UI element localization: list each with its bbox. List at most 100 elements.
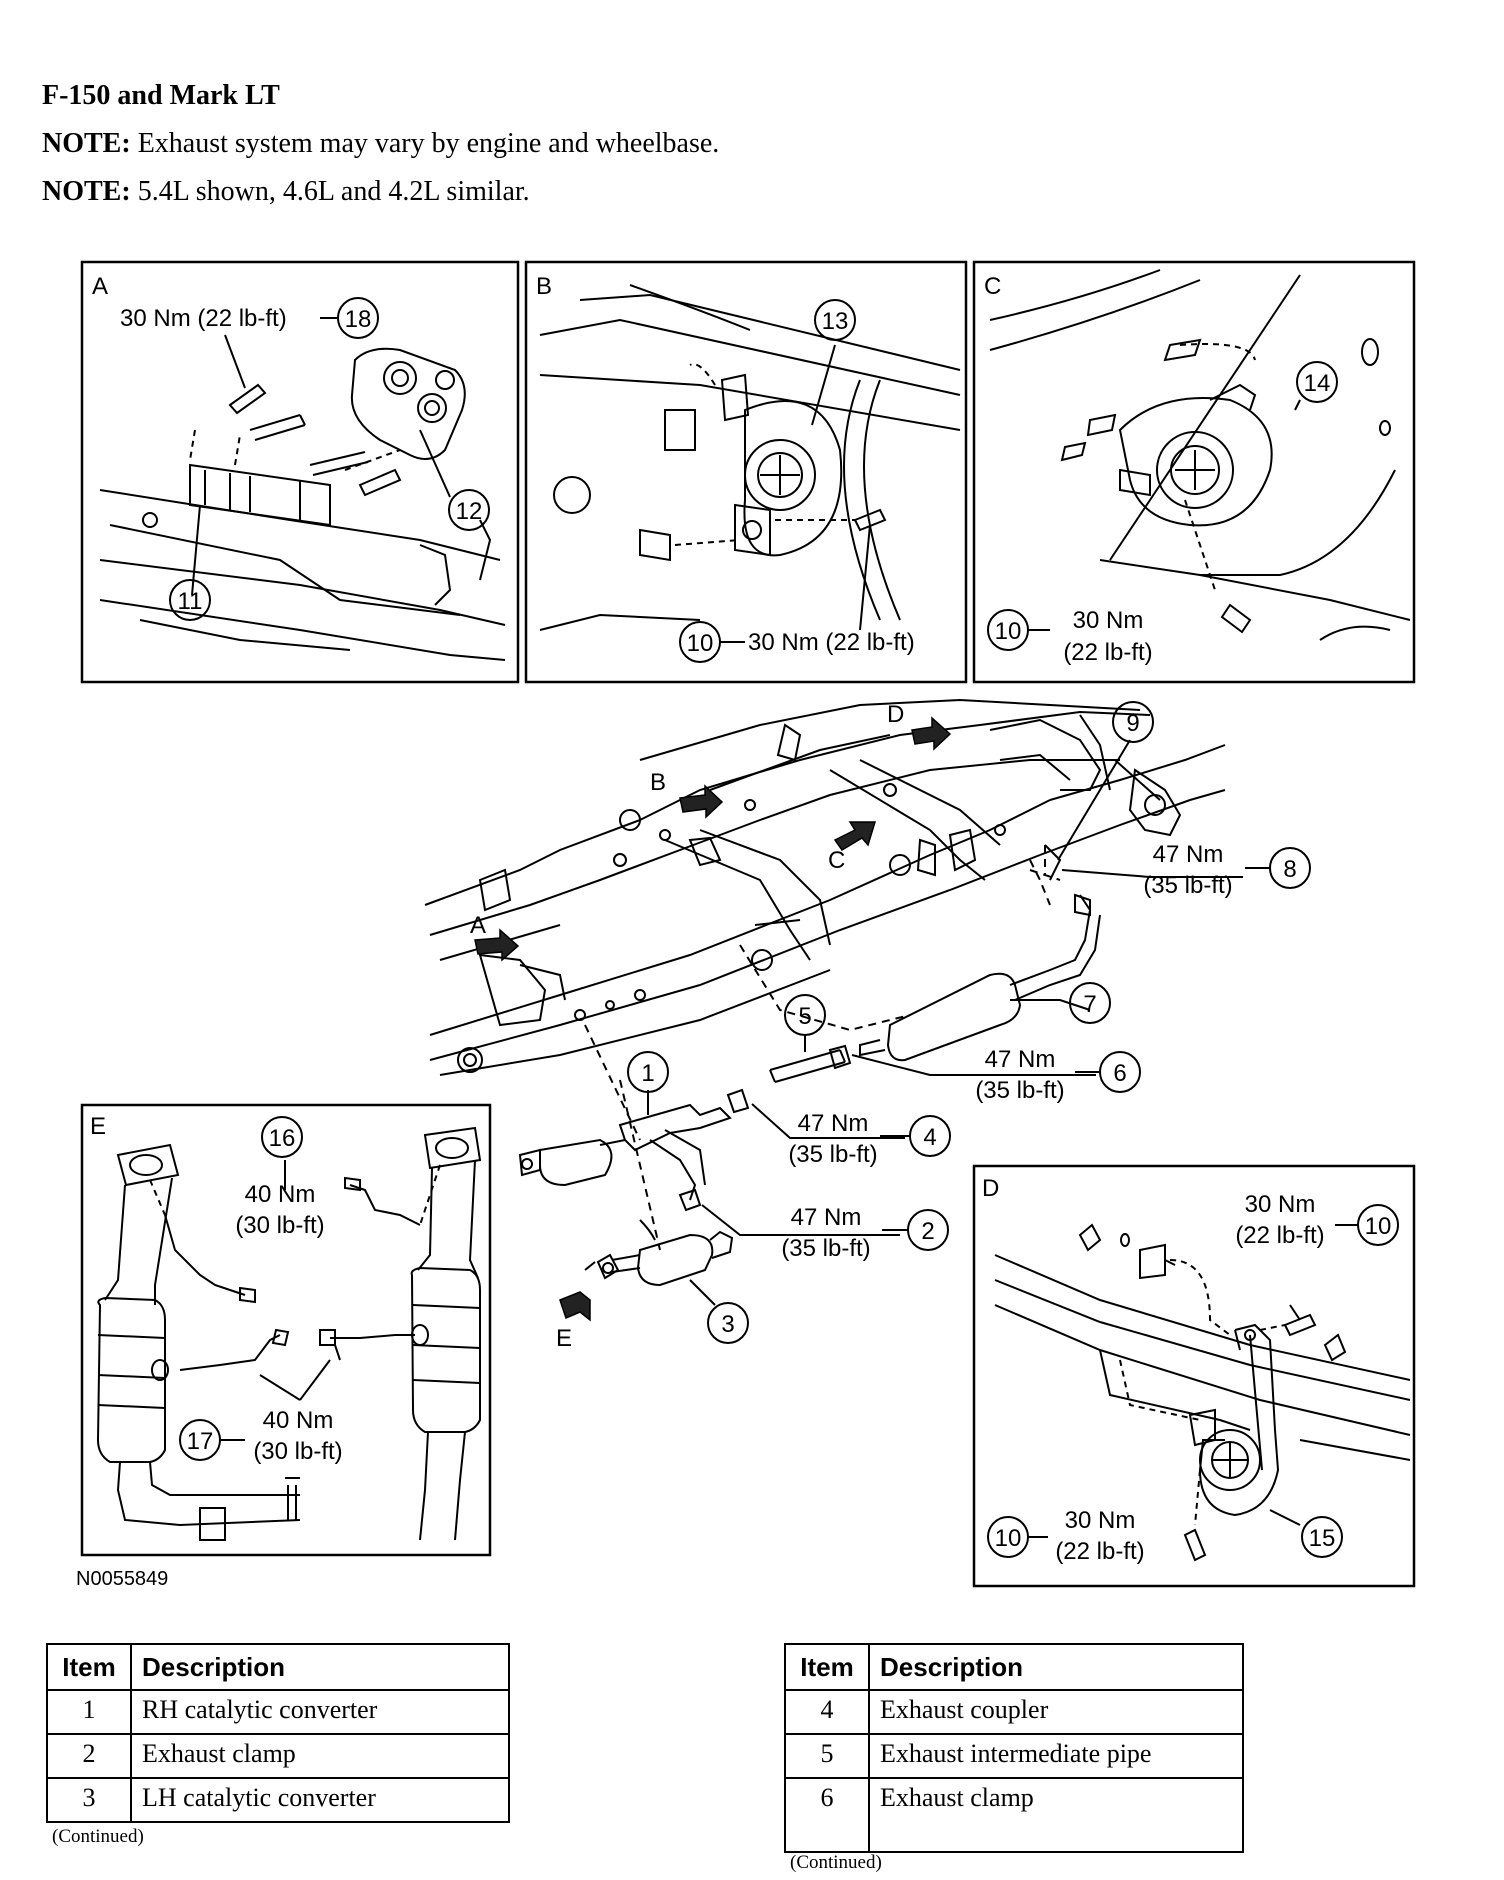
column-header-description: Description	[130, 1643, 510, 1691]
view-arrow-b-label: B	[650, 769, 666, 796]
items-table-left: Item Description 1 RH catalytic converte…	[46, 1643, 510, 1823]
callout-1: 1	[641, 1060, 654, 1087]
callout-16	[261, 1116, 303, 1158]
table-header-row: Item Description	[784, 1643, 1244, 1691]
page-title: F-150 and Mark LT	[42, 80, 280, 111]
view-arrow-a-label: A	[470, 912, 486, 939]
callout-11	[169, 579, 211, 621]
item-description: Exhaust clamp	[868, 1777, 1244, 1853]
view-arrow-d-label: D	[887, 701, 904, 728]
callout-12	[448, 489, 490, 531]
table-row: 4 Exhaust coupler	[784, 1689, 1244, 1735]
item-description: Exhaust intermediate pipe	[868, 1733, 1244, 1779]
torque-label: (30 lb-ft)	[235, 1212, 324, 1239]
callout-number: 12	[456, 498, 483, 525]
callout-number: 15	[1309, 1525, 1336, 1552]
items-table-right: Item Description 4 Exhaust coupler 5 Exh…	[784, 1643, 1244, 1853]
callout-9: 9	[1126, 710, 1139, 737]
torque-label: (35 lb-ft)	[975, 1077, 1064, 1104]
callout-10	[1357, 1204, 1399, 1246]
detail-panel-b: B	[524, 260, 968, 684]
item-number: 6	[784, 1777, 870, 1853]
callout-number: 10	[1365, 1213, 1392, 1240]
detail-panel-c: C	[972, 260, 1416, 684]
column-header-item: Item	[46, 1643, 132, 1691]
torque-label: 30 Nm (22 lb-ft)	[748, 629, 915, 656]
panel-letter: E	[90, 1113, 106, 1140]
table-row: 3 LH catalytic converter	[46, 1777, 510, 1823]
callout-number: 10	[687, 630, 714, 657]
note-text: Exhaust system may vary by engine and wh…	[130, 128, 720, 159]
figure-id: N0055849	[76, 1568, 169, 1590]
torque-label: (30 lb-ft)	[253, 1438, 342, 1465]
callout-7: 7	[1083, 991, 1096, 1018]
item-number: 1	[46, 1689, 132, 1735]
item-description: LH catalytic converter	[130, 1777, 510, 1823]
table-row: 2 Exhaust clamp	[46, 1733, 510, 1779]
torque-label: 47 Nm	[791, 1204, 862, 1231]
callout-number: 18	[345, 306, 372, 333]
torque-label: (22 lb-ft)	[1235, 1222, 1324, 1249]
callout-13	[814, 299, 856, 341]
callout-3: 3	[721, 1311, 734, 1338]
torque-label: 30 Nm	[1073, 607, 1144, 634]
torque-label: 40 Nm	[263, 1407, 334, 1434]
callout-6: 6	[1113, 1060, 1126, 1087]
torque-label: 30 Nm (22 lb-ft)	[120, 305, 287, 332]
note-text: 5.4L shown, 4.6L and 4.2L similar.	[130, 176, 530, 207]
panel-letter: C	[984, 273, 1001, 300]
torque-label: 47 Nm	[985, 1046, 1056, 1073]
item-number: 2	[46, 1733, 132, 1779]
continued-note: (Continued)	[52, 1826, 144, 1847]
callout-number: 14	[1304, 370, 1331, 397]
detail-panel-a: A	[80, 260, 520, 684]
torque-label: (22 lb-ft)	[1063, 639, 1152, 666]
item-number: 4	[784, 1689, 870, 1735]
callout-18	[337, 297, 379, 339]
panel-letter: A	[92, 273, 108, 300]
torque-label: 40 Nm	[245, 1181, 316, 1208]
torque-label: 30 Nm	[1245, 1191, 1316, 1218]
item-number: 5	[784, 1733, 870, 1779]
torque-label: 30 Nm	[1065, 1507, 1136, 1534]
note-label: NOTE:	[42, 176, 131, 207]
callout-number: 13	[822, 308, 849, 335]
torque-label: (35 lb-ft)	[788, 1141, 877, 1168]
callout-8: 8	[1283, 856, 1296, 883]
callout-4: 4	[923, 1124, 936, 1151]
callout-number: 17	[187, 1428, 214, 1455]
item-description: Exhaust coupler	[868, 1689, 1244, 1735]
continued-note: (Continued)	[790, 1852, 882, 1873]
view-arrow-e-label: E	[556, 1325, 572, 1352]
detail-panel-d: D	[972, 1164, 1416, 1588]
column-header-item: Item	[784, 1643, 870, 1691]
panel-letter: D	[982, 1175, 999, 1202]
item-description: RH catalytic converter	[130, 1689, 510, 1735]
callout-number: 11	[178, 588, 203, 615]
note-engine-wheelbase: NOTE: Exhaust system may vary by engine …	[42, 128, 719, 160]
torque-label: 47 Nm	[1153, 841, 1224, 868]
callout-2: 2	[921, 1218, 934, 1245]
callout-number: 10	[995, 1525, 1022, 1552]
torque-label: 47 Nm	[798, 1110, 869, 1137]
callout-number: 10	[995, 618, 1022, 645]
torque-label: (35 lb-ft)	[1143, 872, 1232, 899]
table-header-row: Item Description	[46, 1643, 510, 1691]
table-row: 1 RH catalytic converter	[46, 1689, 510, 1735]
column-header-description: Description	[868, 1643, 1244, 1691]
callout-14	[1296, 361, 1338, 403]
callout-15	[1301, 1516, 1343, 1558]
callout-number: 16	[269, 1125, 296, 1152]
detail-panel-e: E	[80, 1103, 492, 1557]
torque-label: (35 lb-ft)	[781, 1235, 870, 1262]
view-arrows	[474, 716, 952, 1322]
note-engine-shown: NOTE: 5.4L shown, 4.6L and 4.2L similar.	[42, 176, 530, 208]
callout-5: 5	[798, 1003, 811, 1030]
note-label: NOTE:	[42, 128, 131, 159]
view-arrow-c-label: C	[828, 847, 845, 874]
main-frame-view	[424, 698, 1243, 1306]
item-description: Exhaust clamp	[130, 1733, 510, 1779]
panel-letter: B	[536, 273, 552, 300]
